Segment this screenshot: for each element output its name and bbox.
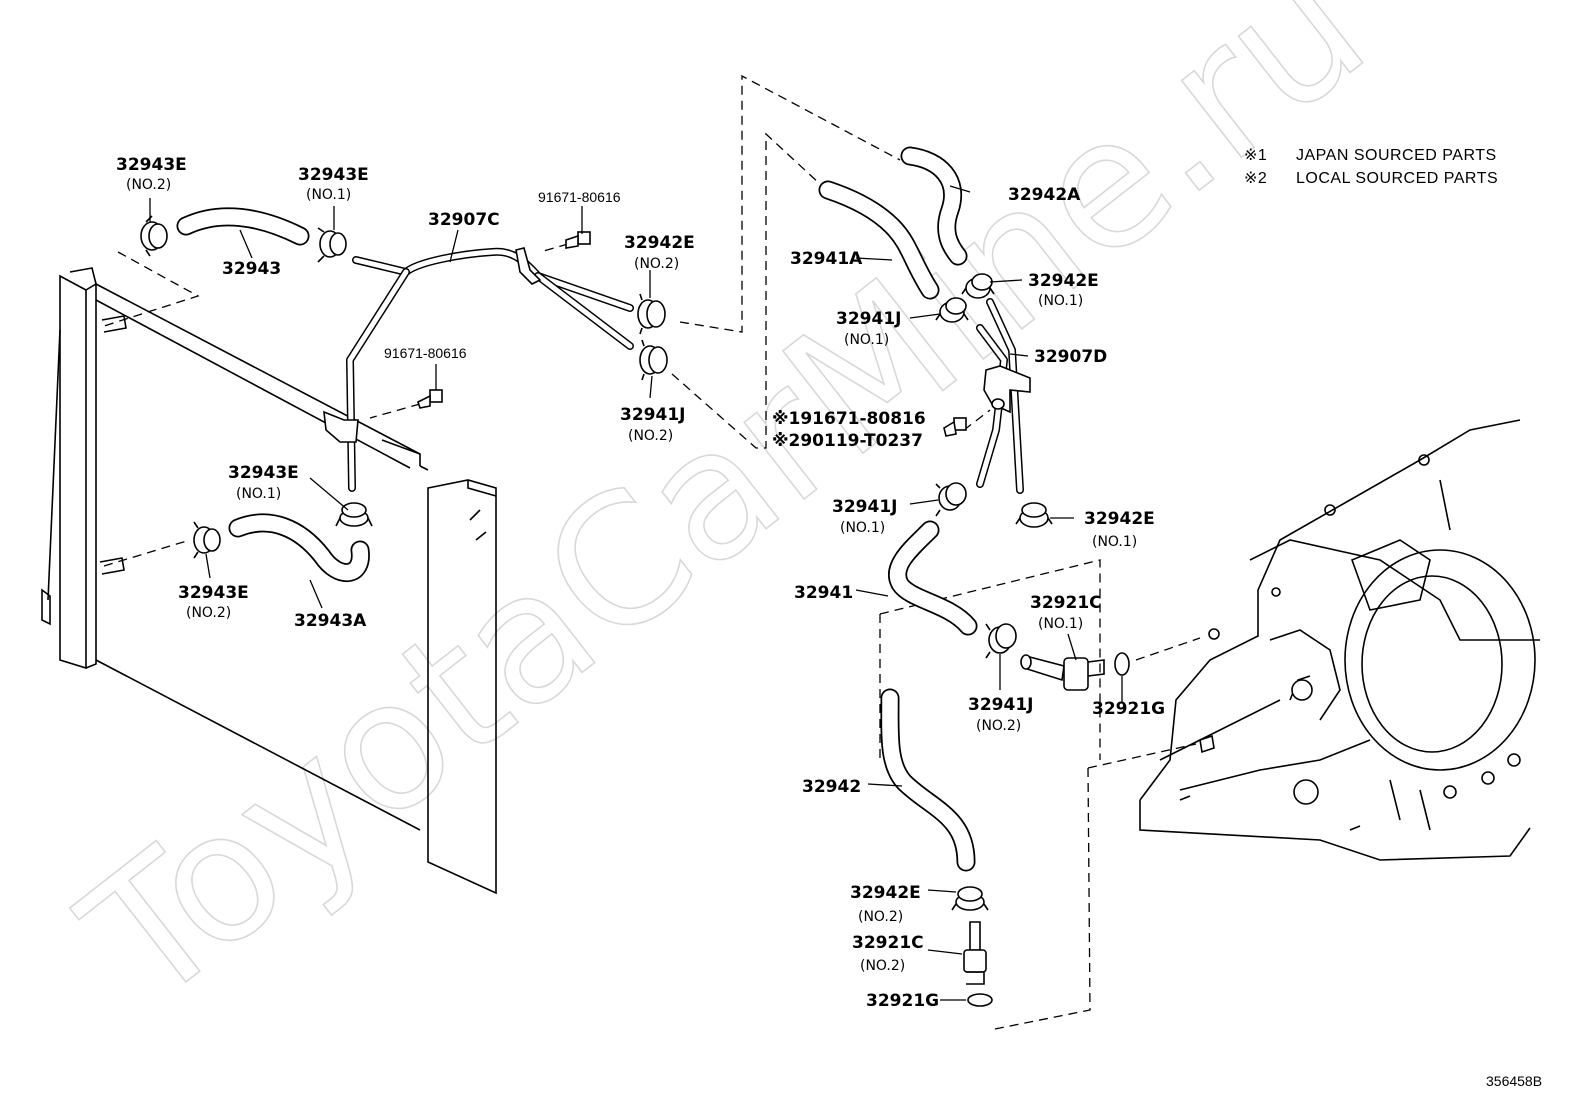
label-191671-80816: ※191671-80816 [772,409,926,429]
label-sub-32942E-no2-upper: (NO.2) [634,256,679,272]
hose-32941A [818,180,940,300]
label-32943: 32943 [222,259,281,279]
label-32907D: 32907D [1034,347,1107,367]
hose-32942A [900,146,968,266]
label-91671-80616-lower: 91671-80616 [384,345,467,361]
clamp-32942E-no1-mid [1015,502,1053,528]
reference-lines [103,74,1201,1031]
clamp-32942E-no2-low [951,886,989,911]
label-sub-32942E-no1-top: (NO.1) [1038,293,1083,309]
leader-lines [149,185,1123,1001]
label-290119-T0237: ※290119-T0237 [772,431,923,451]
clamp-32941J-no1-mid [935,482,967,517]
label-sub-32943E-no1-top: (NO.1) [306,187,351,203]
label-sub-32941J-no1-mid: (NO.1) [840,520,885,536]
union-32921C-no2 [963,921,987,985]
legend: ※1 JAPAN SOURCED PARTS ※2 LOCAL SOURCED … [1244,147,1498,187]
label-32942E-no1-mid: 32942E [1084,509,1155,529]
label-sub-32943E-no2-top: (NO.2) [126,177,171,193]
bolt-91671-80616-lower [417,389,443,409]
label-32941: 32941 [794,583,853,603]
clamp-32942E-no2-upper [637,293,666,335]
hose-32943 [176,207,310,246]
label-32943E-no1-mid: 32943E [228,463,299,483]
label-32941A: 32941A [790,249,863,269]
label-sub-32921C-no2: (NO.2) [860,958,905,974]
label-32907C: 32907C [428,210,500,230]
label-32941J-no1-mid: 32941J [832,497,897,517]
pipe-32907C [346,247,634,492]
radiator [41,267,497,895]
label-91671-80616-upper: 91671-80616 [538,189,621,205]
label-sub-32942E-no1-mid: (NO.1) [1092,534,1137,550]
oring-32921G-lower [967,993,993,1007]
oring-32921G-upper [1114,652,1130,676]
bracket-32907D [983,365,1031,414]
label-sub-32941J-no2-upper: (NO.2) [628,428,673,444]
legend-mark-2: ※2 [1244,170,1267,187]
legend-mark-1: ※1 [1244,147,1267,164]
label-32942E-no1-top: 32942E [1028,271,1099,291]
label-32943E-no1-top: 32943E [298,165,369,185]
clamp-32943E-no1-top [317,227,347,263]
legend-text-1: JAPAN SOURCED PARTS [1296,147,1497,164]
label-32921G-upper: 32921G [1092,699,1165,719]
label-32941J-no2-low: 32941J [968,695,1033,715]
label-32942: 32942 [802,777,861,797]
clamp-32943E-no2-low [193,521,221,559]
clamp-32941J-no2-low [985,623,1017,659]
hose-32942 [880,688,976,872]
clamp-32943E-no1-mid [335,502,373,527]
clamp-32941J-no2-upper [639,339,668,381]
radiator-inlet-stubs [99,315,127,575]
label-sub-32942E-no2-low: (NO.2) [858,909,903,925]
hose-32941 [888,520,978,636]
clamp-32942E-no1-top [961,273,995,299]
label-sub-32941J-no1-top: (NO.1) [844,332,889,348]
clamp-32941J-no1-top [935,297,969,323]
label-sub-32921C-no1: (NO.1) [1038,616,1083,632]
callout-labels: 32943E (NO.2) 32943E (NO.1) 32943 32907C… [116,155,1165,1011]
label-sub-32941J-no2-low: (NO.2) [976,718,1021,734]
label-32921C-no2: 32921C [852,933,924,953]
label-32943A: 32943A [294,611,367,631]
label-32943E-no2-low: 32943E [178,583,249,603]
bolt-191671-80816 [943,417,967,437]
label-32942E-no2-upper: 32942E [624,233,695,253]
label-32942A: 32942A [1008,185,1081,205]
label-32921C-no1: 32921C [1030,593,1102,613]
label-32941J-no2-upper: 32941J [620,405,685,425]
label-sub-32943E-no2-low: (NO.2) [186,605,231,621]
bracket-32907C [323,247,542,443]
diagram-id: 356458B [1486,1073,1542,1089]
hose-32943A [228,513,370,582]
label-sub-32943E-no1-mid: (NO.1) [236,486,281,502]
transmission-case [1139,419,1540,861]
bolt-91671-80616-upper [565,231,591,249]
legend-text-2: LOCAL SOURCED PARTS [1296,170,1498,187]
label-32943E-no2-top: 32943E [116,155,187,175]
label-32921G-lower: 32921G [866,991,939,1011]
clamp-32943E-no2-top [140,215,168,257]
label-32941J-no1-top: 32941J [836,309,901,329]
union-32921C-no1 [1020,654,1105,691]
label-32942E-no2-low: 32942E [850,883,921,903]
